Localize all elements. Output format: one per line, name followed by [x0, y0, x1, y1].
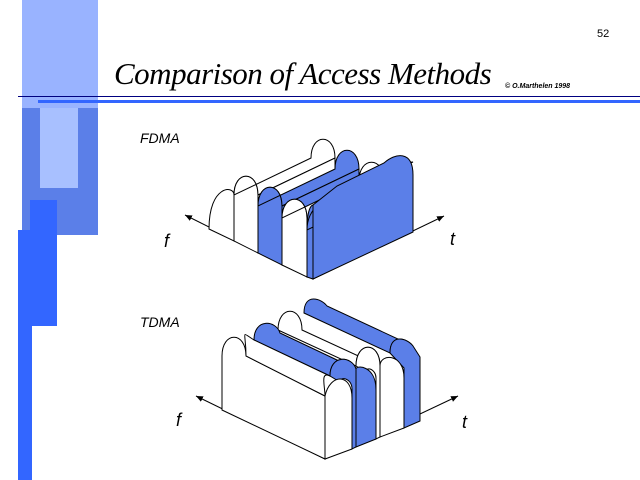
tdma-slot-1: [221, 334, 353, 460]
slide-number: 52: [597, 28, 610, 40]
fdma-axis-f-label: f: [164, 231, 171, 251]
copyright: © O.Marthelen 1998: [505, 83, 571, 90]
fdma-label: FDMA: [140, 130, 180, 146]
tdma-label: TDMA: [140, 314, 180, 330]
tdma-axis-f-label: f: [176, 410, 183, 430]
tdma-slot-2: [253, 322, 377, 450]
slide-title: Comparison of Access Methods: [114, 56, 492, 91]
tdma-slot-3: [277, 310, 405, 440]
tdma-axis-t-label: t: [462, 412, 468, 432]
fdma-channel-4: [306, 155, 414, 280]
title-rule-thin: [18, 96, 640, 97]
left-decor-bar-strip: [30, 200, 57, 326]
left-decor-bar-pale: [40, 108, 78, 188]
tdma-diagram: TDMA f t: [140, 298, 468, 460]
title-rule: [38, 100, 640, 103]
fdma-diagram: FDMA f t: [140, 130, 456, 280]
tdma-slot-4: [303, 298, 421, 429]
fdma-axis-t-label: t: [450, 229, 456, 249]
left-decor-bar-dark: [18, 230, 32, 480]
